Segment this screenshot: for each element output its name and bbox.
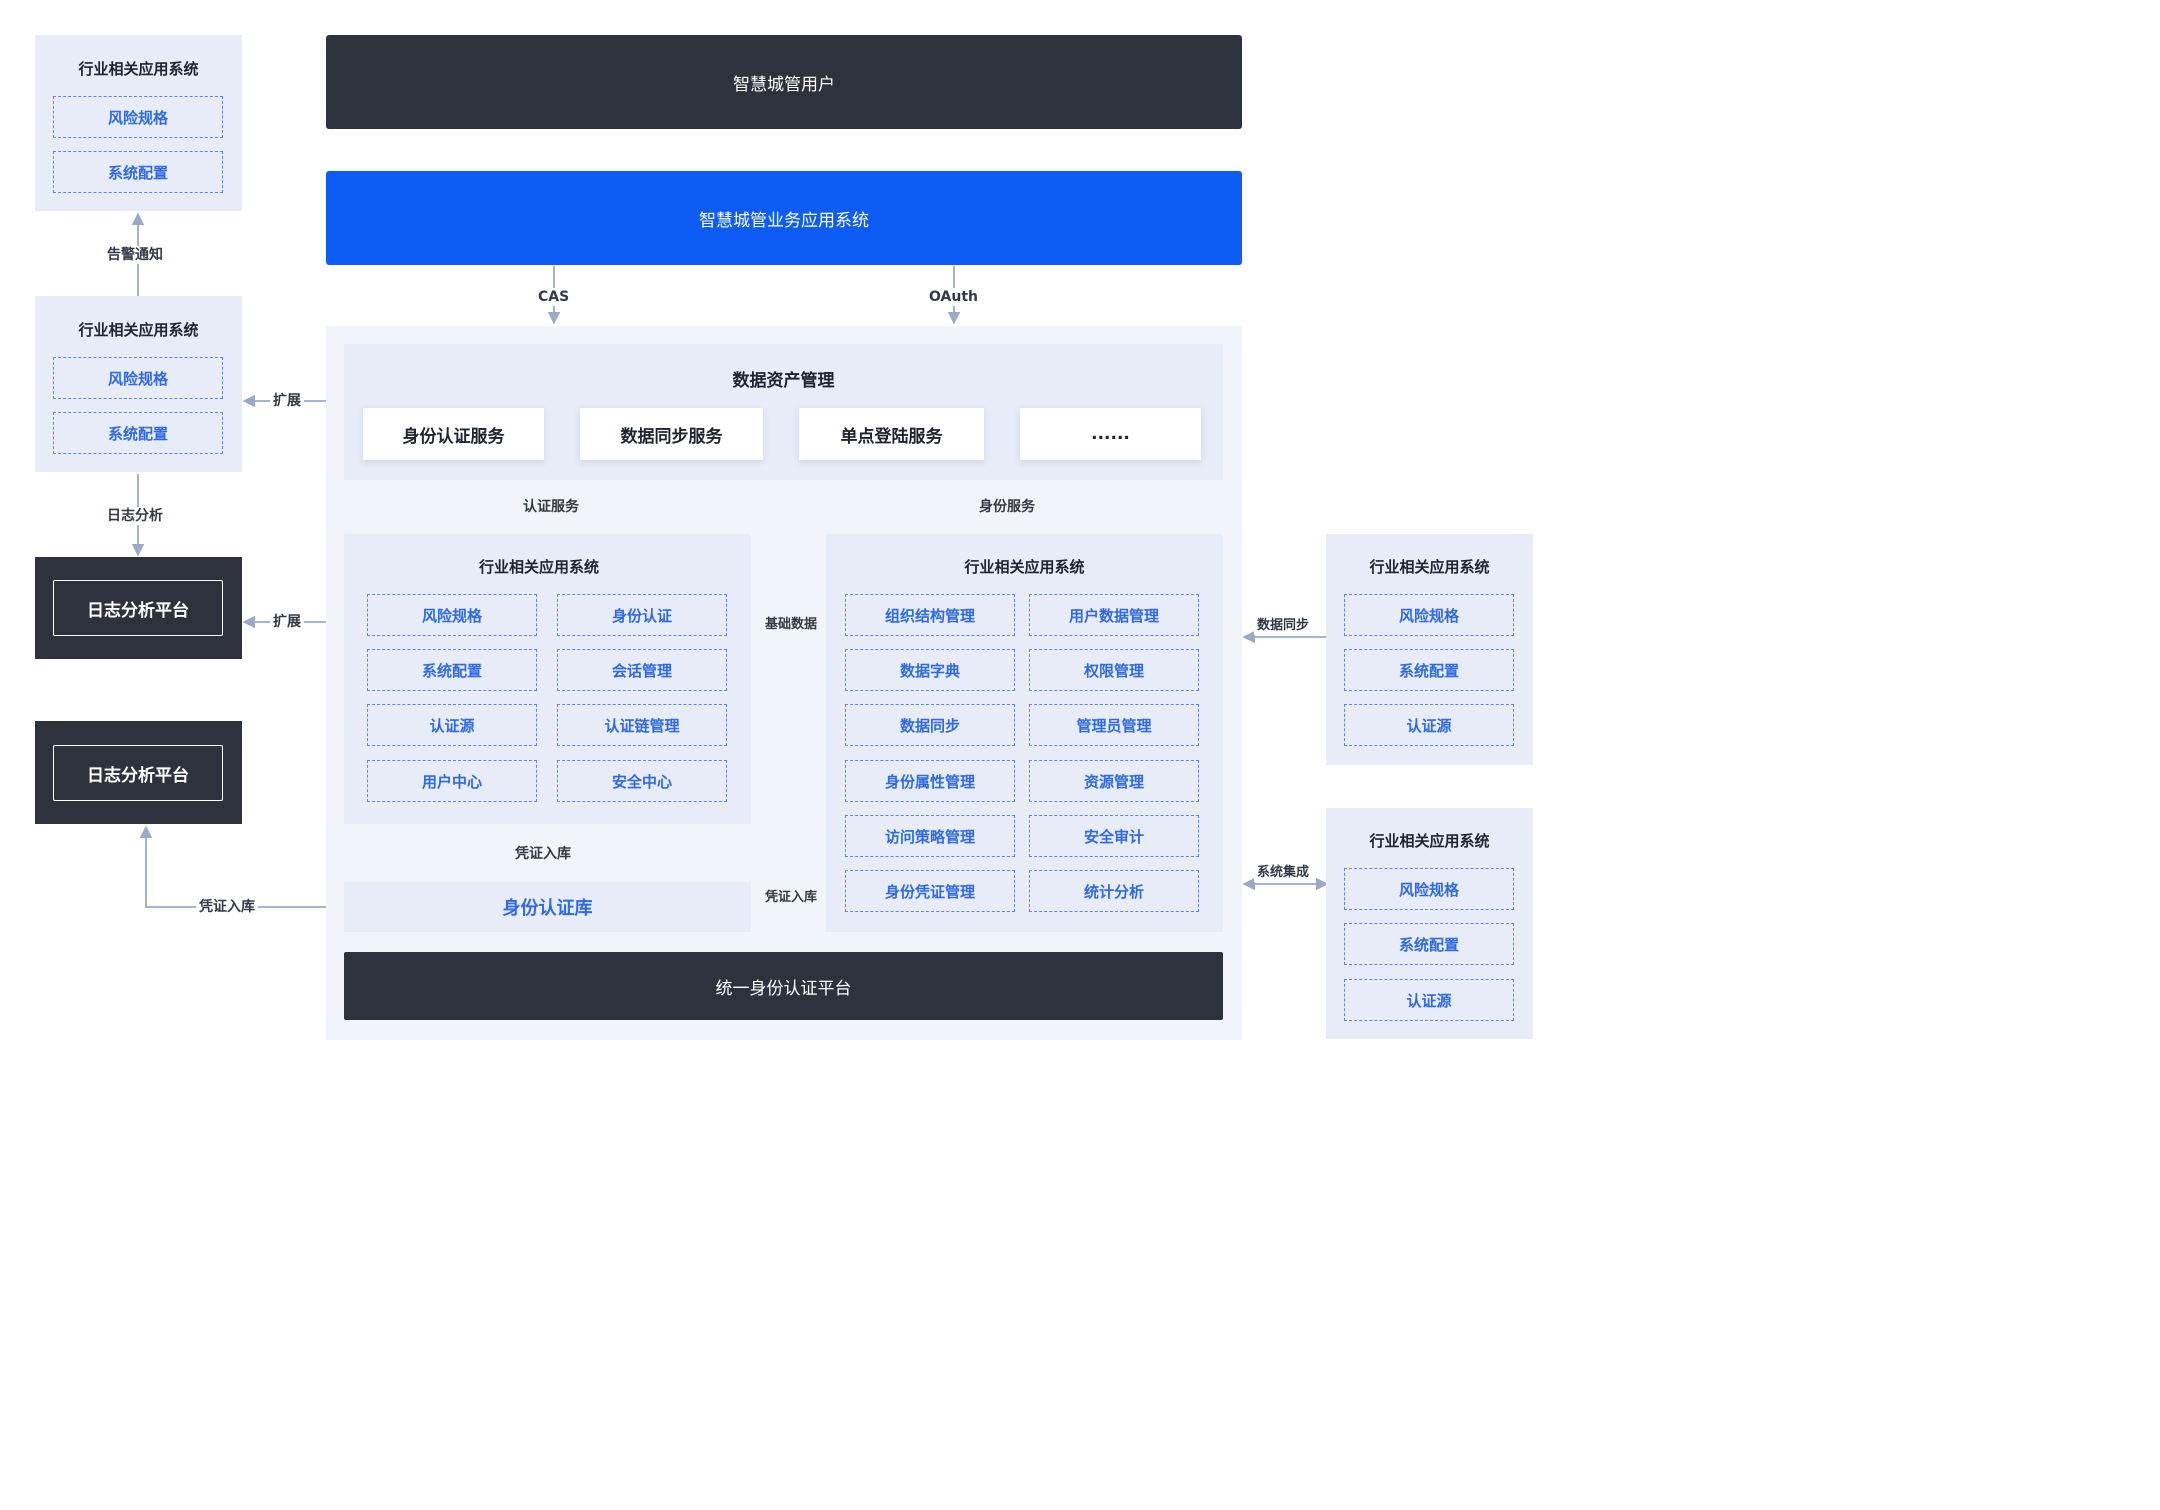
- side-left-box1: [35, 35, 242, 211]
- side-left-box2-item: 风险规格: [53, 357, 223, 399]
- cas-label: CAS: [535, 288, 573, 306]
- left-app-item: 认证源: [367, 704, 537, 746]
- credential-in-label-left: 凭证入库: [196, 898, 258, 916]
- side-left-box1-item: 风险规格: [53, 96, 223, 138]
- side-right-box1-item: 认证源: [1344, 704, 1514, 746]
- side-right-box2-item: 系统配置: [1344, 923, 1514, 965]
- log-platform-2: [35, 721, 242, 824]
- credential-in-label-mid: 凭证入库: [512, 845, 574, 863]
- right-app-item: 身份属性管理: [845, 760, 1015, 802]
- alarm-label: 告警通知: [104, 246, 166, 264]
- unified-platform-bar: 统一身份认证平台: [344, 952, 1223, 1020]
- log-platform-1-label: 日志分析平台: [53, 580, 223, 636]
- business-system-label: 智慧城管业务应用系统: [699, 210, 869, 231]
- side-right-box1-title: 行业相关应用系统: [1369, 558, 1490, 576]
- right-app-item: 用户数据管理: [1029, 594, 1199, 636]
- credential-in-label-right: 凭证入库: [762, 889, 821, 907]
- right-app-title: 行业相关应用系统: [964, 558, 1085, 576]
- identity-store: 身份认证库: [344, 882, 751, 932]
- right-app-item: 资源管理: [1029, 760, 1199, 802]
- users-label: 智慧城管用户: [733, 74, 835, 95]
- right-app-item: 安全审计: [1029, 815, 1199, 857]
- side-left-box1-item: 系统配置: [53, 151, 223, 193]
- left-app-item: 会话管理: [557, 649, 727, 691]
- left-app-panel: [344, 534, 751, 824]
- right-app-item: 统计分析: [1029, 870, 1199, 912]
- right-app-item: 身份凭证管理: [845, 870, 1015, 912]
- left-app-item: 系统配置: [367, 649, 537, 691]
- side-right-box2-item: 风险规格: [1344, 868, 1514, 910]
- service-more: ......: [1020, 408, 1201, 460]
- log-platform-2-label: 日志分析平台: [53, 745, 223, 801]
- side-left-box2-item: 系统配置: [53, 412, 223, 454]
- log-platform-1: [35, 557, 242, 659]
- left-app-item: 风险规格: [367, 594, 537, 636]
- side-right-box1-item: 风险规格: [1344, 594, 1514, 636]
- unified-platform-label: 统一身份认证平台: [715, 978, 852, 999]
- identity-store-label: 身份认证库: [502, 898, 593, 919]
- right-app-item: 数据同步: [845, 704, 1015, 746]
- side-right-box2-title: 行业相关应用系统: [1369, 832, 1490, 850]
- right-app-panel: [826, 534, 1223, 932]
- credential-in-arrow-left: [139, 825, 345, 914]
- side-right-box2-item: 认证源: [1344, 979, 1514, 1021]
- left-app-item: 用户中心: [367, 760, 537, 802]
- oauth-label: OAuth: [926, 288, 981, 306]
- business-system-bar: 智慧城管业务应用系统: [326, 171, 1242, 265]
- service-data-sync: 数据同步服务: [580, 408, 763, 460]
- left-app-item: 身份认证: [557, 594, 727, 636]
- side-left-box2-title: 行业相关应用系统: [78, 321, 199, 339]
- left-app-title: 行业相关应用系统: [478, 558, 599, 576]
- side-left-box2: [35, 296, 242, 472]
- identity-service-label: 身份服务: [976, 498, 1038, 516]
- log-analysis-label: 日志分析: [104, 507, 166, 525]
- side-left-box1-title: 行业相关应用系统: [78, 60, 199, 78]
- right-app-item: 访问策略管理: [845, 815, 1015, 857]
- extend-label-2: 扩展: [270, 613, 304, 631]
- sys-integration-label: 系统集成: [1254, 864, 1313, 882]
- users-bar: 智慧城管用户: [326, 35, 1242, 129]
- service-sso: 单点登陆服务: [799, 408, 984, 460]
- side-right-box1-item: 系统配置: [1344, 649, 1514, 691]
- left-app-item: 安全中心: [557, 760, 727, 802]
- service-identity-auth: 身份认证服务: [363, 408, 544, 460]
- data-asset-title: 数据资产管理: [732, 371, 835, 391]
- basic-data-label: 基础数据: [762, 616, 821, 634]
- extend-label-1: 扩展: [270, 392, 304, 410]
- right-app-item: 权限管理: [1029, 649, 1199, 691]
- auth-service-label: 认证服务: [520, 498, 582, 516]
- left-app-item: 认证链管理: [557, 704, 727, 746]
- data-sync-label: 数据同步: [1254, 617, 1313, 635]
- right-app-item: 管理员管理: [1029, 704, 1199, 746]
- right-app-item: 组织结构管理: [845, 594, 1015, 636]
- right-app-item: 数据字典: [845, 649, 1015, 691]
